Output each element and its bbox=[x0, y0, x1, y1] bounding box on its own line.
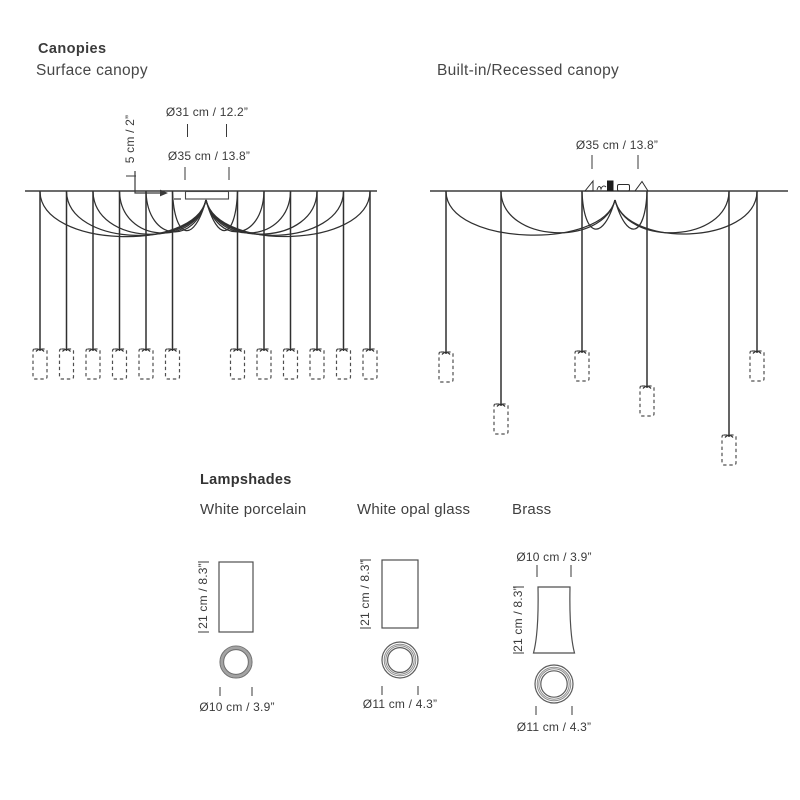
shade-bottom-view bbox=[219, 645, 253, 679]
lampshades-title: Lampshades bbox=[200, 472, 292, 488]
lampshade-dashed bbox=[58, 348, 75, 380]
lampshade-figure-white-porcelain bbox=[198, 561, 254, 696]
cable-swag bbox=[445, 191, 616, 236]
height-leader-line bbox=[134, 171, 160, 194]
dim-surface-lower: Ø35 cm / 13.8” bbox=[167, 149, 251, 163]
spring-clip bbox=[596, 185, 607, 191]
dim-opal-height: 21 cm / 8.3” bbox=[358, 560, 372, 626]
lampshade-figure-white-opal-glass bbox=[360, 559, 419, 695]
surface-canopy-figure bbox=[25, 124, 378, 380]
recessed-canopy-label: Built-in/Recessed canopy bbox=[437, 62, 620, 79]
recessed-canopy-hardware bbox=[583, 179, 649, 192]
lampshade-dashed bbox=[639, 385, 655, 417]
driver-box bbox=[607, 180, 614, 191]
shade-side-view bbox=[532, 586, 576, 654]
surface-canopy-box bbox=[184, 190, 230, 200]
shade-cap bbox=[642, 385, 652, 389]
lampshade-dashed bbox=[111, 348, 128, 380]
cable-swag bbox=[614, 191, 730, 234]
dim-porcelain-height: 21 cm / 8.3” bbox=[196, 563, 210, 629]
shade-cap bbox=[752, 350, 762, 354]
recessed-canopy-figure bbox=[430, 155, 788, 466]
lampshade-dashed bbox=[229, 348, 246, 380]
shade-cap bbox=[496, 403, 506, 407]
lampshade-dashed bbox=[362, 348, 378, 380]
lampshade-name-brass: Brass bbox=[512, 501, 552, 518]
canopies-title: Canopies bbox=[38, 41, 107, 57]
shade-cap bbox=[724, 434, 734, 438]
dim-recessed: Ø35 cm / 13.8” bbox=[575, 138, 659, 152]
lampshade-figure-brass bbox=[513, 565, 576, 715]
shade-bottom-view bbox=[534, 664, 574, 704]
dim-opal-bottom: Ø11 cm / 4.3” bbox=[362, 697, 438, 711]
lampshade-dashed bbox=[574, 350, 590, 382]
lampshade-dashed bbox=[493, 403, 509, 435]
shade-bottom-view bbox=[538, 668, 570, 700]
shade-cap bbox=[168, 348, 177, 352]
cable-swag bbox=[118, 191, 207, 234]
lampshade-name-porcelain: White porcelain bbox=[200, 501, 307, 518]
shade-cap bbox=[259, 348, 269, 352]
shade-bottom-view bbox=[536, 666, 572, 702]
shade-bottom-view bbox=[540, 670, 568, 698]
cable-swag bbox=[614, 191, 758, 235]
shade-cap bbox=[233, 348, 242, 352]
shade-side-view bbox=[381, 559, 419, 629]
lampshade-name-opal: White opal glass bbox=[357, 501, 471, 518]
shade-cap bbox=[312, 348, 322, 352]
shade-bottom-view bbox=[220, 646, 252, 678]
lampshade-dashed bbox=[749, 350, 765, 382]
shade-side-view bbox=[218, 561, 254, 633]
cable-swag bbox=[500, 191, 616, 234]
dim-porcelain-bottom: Ø10 cm / 3.9” bbox=[199, 700, 275, 714]
shade-cap bbox=[365, 348, 375, 352]
lampshade-dashed bbox=[164, 348, 181, 380]
dim-surface-upper: Ø31 cm / 12.2” bbox=[165, 105, 249, 119]
shade-cap bbox=[141, 348, 151, 352]
lampshade-dashed bbox=[32, 348, 48, 380]
shade-bottom-view bbox=[385, 645, 415, 675]
lampshade-dashed bbox=[335, 348, 352, 380]
lampshade-dashed bbox=[256, 348, 272, 380]
shade-bottom-view bbox=[381, 641, 419, 679]
shade-cap bbox=[577, 350, 587, 354]
cable-swag bbox=[171, 191, 207, 232]
surface-canopy-label: Surface canopy bbox=[36, 62, 148, 79]
shade-bottom-view bbox=[383, 643, 417, 677]
shade-bottom-view bbox=[223, 649, 249, 675]
lampshade-dashed bbox=[309, 348, 325, 380]
dim-surface-height: 5 cm / 2” bbox=[123, 114, 137, 164]
mount-clip-right bbox=[634, 180, 649, 192]
leader-arrowhead bbox=[160, 189, 168, 197]
mount-clip-left bbox=[583, 179, 594, 192]
shade-cap bbox=[62, 348, 71, 352]
lampshade-dashed bbox=[85, 348, 101, 380]
cable-swag bbox=[614, 191, 648, 230]
shade-cap bbox=[115, 348, 124, 352]
dim-brass-top: Ø10 cm / 3.9” bbox=[516, 550, 592, 564]
lampshade-dashed bbox=[282, 348, 299, 380]
lampshade-dashed bbox=[438, 351, 454, 383]
lampshade-dashed bbox=[138, 348, 154, 380]
connector-box bbox=[617, 184, 630, 192]
cable-swag bbox=[581, 191, 616, 230]
shade-cap bbox=[339, 348, 348, 352]
lampshade-dashed bbox=[721, 434, 737, 466]
dim-brass-bottom: Ø11 cm / 4.3” bbox=[516, 720, 592, 734]
shade-bottom-view bbox=[387, 646, 414, 673]
shade-cap bbox=[441, 351, 451, 355]
cable-swag bbox=[205, 191, 371, 238]
shade-cap bbox=[88, 348, 98, 352]
dim-brass-height: 21 cm / 8.3” bbox=[511, 586, 525, 652]
shade-cap bbox=[286, 348, 295, 352]
shade-cap bbox=[35, 348, 45, 352]
